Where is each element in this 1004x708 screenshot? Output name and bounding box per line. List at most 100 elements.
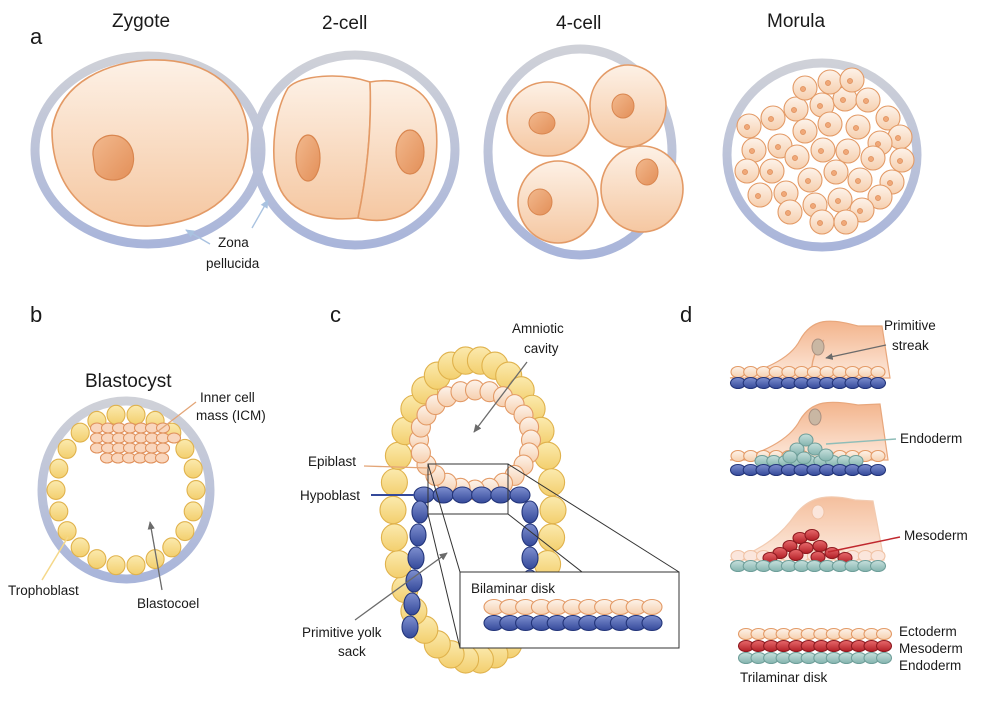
trophoblast-cell: [175, 521, 195, 542]
panel-label-b: b: [30, 302, 42, 327]
trophoblast-cell: [57, 521, 77, 542]
nucleus: [810, 203, 816, 209]
streak-label-line1: Primitive: [884, 318, 936, 333]
trophoblast-ring: [46, 404, 206, 576]
icm-cell: [154, 452, 170, 464]
epiblast-cell: [743, 549, 759, 563]
zona-pointer-arrow: [251, 199, 269, 229]
icm-cell: [166, 432, 182, 444]
epiblast-cell: [730, 365, 746, 379]
trophoblast-cell: [183, 458, 203, 479]
epiblast-cell: [730, 549, 746, 563]
zoom-box: [427, 463, 509, 515]
yolk-pointer-arrow: [354, 552, 448, 621]
endoderm-cell: [807, 442, 823, 456]
morula-cells: [734, 67, 915, 235]
nucleus: [847, 78, 853, 84]
zygote-cell: [51, 59, 249, 227]
zoom-line: [507, 463, 680, 573]
trophoblast-cell: [162, 537, 182, 558]
nucleus: [875, 195, 881, 201]
trilaminar-label: Trilaminar disk: [740, 670, 828, 685]
epiblast-cell: [870, 549, 886, 563]
epiblast-cell: [755, 365, 772, 379]
hypoblast-cell: [403, 592, 421, 616]
ectoderm-cell: [875, 627, 893, 641]
two-cell-label: 2-cell: [322, 13, 367, 34]
hypoblast-cell: [869, 463, 887, 477]
trophoblast-cell: [183, 501, 203, 522]
nucleus: [857, 208, 863, 214]
nucleus: [755, 193, 761, 199]
nucleus: [883, 116, 889, 122]
nucleus: [825, 80, 831, 86]
nucleus: [527, 188, 553, 216]
mesoderm-pointer: [827, 536, 901, 553]
blastocoel-pointer-arrow: [147, 521, 163, 591]
nucleus: [775, 144, 781, 150]
hypoblast-cell: [471, 486, 493, 504]
hypoblast-cell: [413, 486, 435, 504]
hypoblast-cell: [409, 523, 427, 547]
trilaminar-disk: [737, 627, 893, 665]
primitive-streak-stage: [729, 320, 891, 390]
icm-cell: [155, 442, 171, 454]
trophoblast-cell: [380, 468, 408, 497]
trophoblast-cell: [70, 537, 90, 558]
nucleus: [863, 98, 869, 104]
trophoblast-cell: [49, 458, 69, 479]
primitive-streak-cell: [811, 338, 825, 356]
mesoderm-cell: [804, 528, 820, 542]
two-cell-stage: [250, 50, 460, 250]
nucleus: [841, 220, 847, 226]
zona-pellucida: [30, 51, 266, 249]
zygote-label: Zygote: [112, 11, 170, 32]
panel-label-c: c: [330, 302, 341, 327]
hypoblast-label: Hypoblast: [300, 488, 360, 503]
blastomere: [600, 145, 684, 233]
zoom-line: [427, 513, 461, 649]
zona-label-line1: Zona: [218, 235, 249, 250]
epiblast-label: Epiblast: [308, 454, 356, 469]
trophoblast-cell: [87, 549, 107, 570]
mesoderm-cell: [788, 548, 804, 562]
epiblast-cell: [844, 365, 861, 379]
zona-pellucida: [722, 58, 922, 252]
mesoderm-cell: [812, 539, 828, 553]
nucleus: [887, 180, 893, 186]
trophoblast-cell: [126, 555, 146, 576]
zona-pellucida: [483, 44, 677, 260]
epiblast-cell: [857, 549, 873, 563]
four-cell-label: 4-cell: [556, 13, 601, 34]
trophoblast-cell: [70, 422, 90, 443]
endoderm-label: Endoderm: [900, 431, 962, 446]
primitive-streak-cell: [808, 408, 822, 426]
blastocyst: [37, 396, 215, 584]
epiblast-cell: [781, 365, 797, 379]
epiblast-cell: [806, 365, 822, 379]
morula-label: Morula: [767, 11, 826, 32]
tri-mesoderm-label: Mesoderm: [899, 641, 963, 656]
nucleus: [295, 134, 321, 182]
endoderm-cell: [875, 651, 893, 665]
zona-pellucida: [250, 50, 460, 250]
epiblast-mound: [729, 496, 885, 561]
epiblast-cell: [410, 442, 431, 464]
icm-label-line2: mass (ICM): [196, 408, 266, 423]
nucleus: [817, 103, 823, 109]
trophoblast-cell: [46, 479, 66, 500]
trophoblast-cell: [538, 468, 566, 497]
endoderm-cell: [869, 559, 887, 573]
nucleus: [744, 124, 750, 130]
four-cell-stage: [483, 44, 684, 260]
endoderm-pointer: [825, 438, 897, 445]
nucleus: [767, 169, 773, 175]
endoderm-formation-stage: [729, 401, 889, 477]
amnion-epiblast-ring: [408, 379, 542, 501]
trophoblast-pointer: [41, 536, 69, 581]
hypoblast-cell: [521, 523, 539, 547]
hypoblast-cell: [405, 569, 423, 593]
hypoblast-cell: [432, 486, 454, 504]
trophoblast-label: Trophoblast: [8, 583, 79, 598]
yolk-label-line2: sack: [338, 644, 366, 659]
